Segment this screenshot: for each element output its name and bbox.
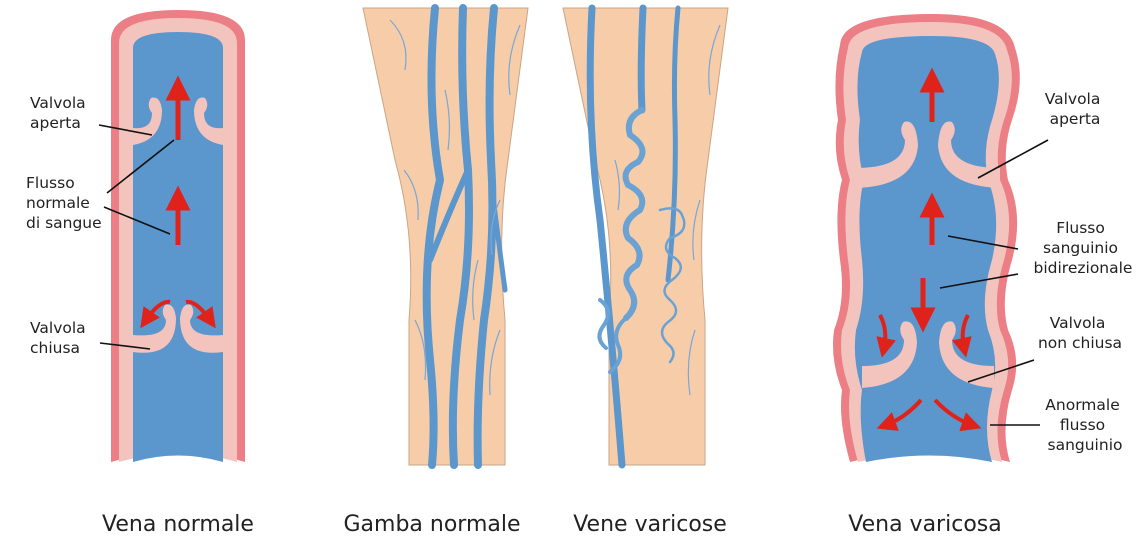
varicose-vein-illustration — [833, 14, 1020, 462]
varicose-leg-illustration — [563, 8, 728, 465]
label-open-valve: Valvola aperta — [30, 94, 91, 132]
vein-lumen — [855, 36, 999, 462]
leg-skin — [363, 8, 528, 465]
caption-normal-vein: Vena normale — [102, 512, 254, 537]
label-closed-valve: Valvola chiusa — [30, 319, 91, 357]
normal-vein-illustration — [111, 10, 245, 462]
caption-normal-leg: Gamba normale — [343, 512, 520, 537]
label-bidirectional-flow: Flusso sanguinio bidirezionale — [1034, 219, 1133, 277]
caption-varicose-vein: Vena varicosa — [848, 512, 1001, 537]
normal-leg-illustration — [363, 8, 528, 465]
label-open-valve: Valvola aperta — [1045, 90, 1106, 128]
label-incomplete-valve: Valvola non chiusa — [1038, 314, 1122, 352]
caption-varicose-veins: Vene varicose — [573, 512, 727, 537]
label-abnormal-flow: Anormale flusso sanguinio — [1045, 396, 1124, 454]
label-normal-flow: Flusso normale di sangue — [26, 174, 102, 232]
